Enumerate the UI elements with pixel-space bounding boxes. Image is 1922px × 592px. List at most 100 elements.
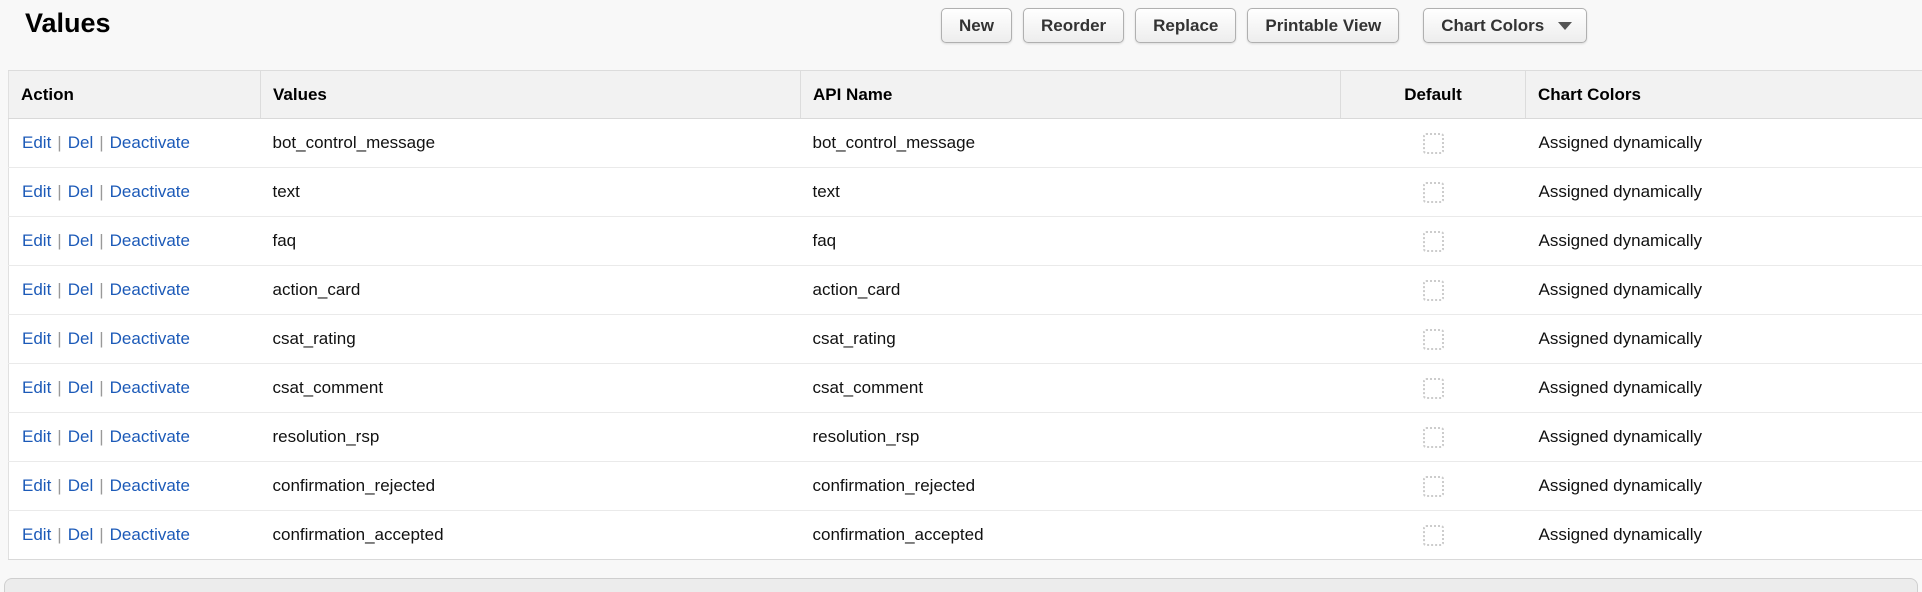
link-separator: | <box>93 329 109 348</box>
default-checkbox <box>1423 231 1444 252</box>
del-link[interactable]: Del <box>68 427 94 446</box>
default-checkbox <box>1423 476 1444 497</box>
api-name-cell: faq <box>801 217 1341 266</box>
default-checkbox <box>1423 525 1444 546</box>
deactivate-link[interactable]: Deactivate <box>110 133 190 152</box>
default-cell <box>1341 364 1526 413</box>
link-separator: | <box>93 378 109 397</box>
link-separator: | <box>51 427 67 446</box>
chart-colors-cell: Assigned dynamically <box>1526 315 1922 364</box>
table-row: Edit|Del|Deactivate text text Assigned d… <box>9 168 1922 217</box>
value-cell: faq <box>261 217 801 266</box>
api-name-cell: text <box>801 168 1341 217</box>
link-separator: | <box>93 133 109 152</box>
del-link[interactable]: Del <box>68 525 94 544</box>
action-cell: Edit|Del|Deactivate <box>9 119 261 168</box>
value-cell: confirmation_rejected <box>261 462 801 511</box>
printable-view-button[interactable]: Printable View <box>1247 8 1399 43</box>
action-cell: Edit|Del|Deactivate <box>9 462 261 511</box>
action-cell: Edit|Del|Deactivate <box>9 168 261 217</box>
edit-link[interactable]: Edit <box>22 280 51 299</box>
link-separator: | <box>51 329 67 348</box>
reorder-button[interactable]: Reorder <box>1023 8 1124 43</box>
column-header-api-name: API Name <box>801 71 1341 119</box>
edit-link[interactable]: Edit <box>22 329 51 348</box>
action-cell: Edit|Del|Deactivate <box>9 217 261 266</box>
table-row: Edit|Del|Deactivate confirmation_rejecte… <box>9 462 1922 511</box>
deactivate-link[interactable]: Deactivate <box>110 231 190 250</box>
edit-link[interactable]: Edit <box>22 182 51 201</box>
default-cell <box>1341 315 1526 364</box>
column-header-default: Default <box>1341 71 1526 119</box>
edit-link[interactable]: Edit <box>22 231 51 250</box>
default-cell <box>1341 266 1526 315</box>
deactivate-link[interactable]: Deactivate <box>110 329 190 348</box>
column-header-chart-colors: Chart Colors <box>1526 71 1922 119</box>
section-header: Values New Reorder Replace Printable Vie… <box>0 0 1922 70</box>
del-link[interactable]: Del <box>68 133 94 152</box>
action-cell: Edit|Del|Deactivate <box>9 364 261 413</box>
del-link[interactable]: Del <box>68 182 94 201</box>
link-separator: | <box>51 182 67 201</box>
deactivate-link[interactable]: Deactivate <box>110 280 190 299</box>
value-cell: action_card <box>261 266 801 315</box>
edit-link[interactable]: Edit <box>22 525 51 544</box>
table-row: Edit|Del|Deactivate bot_control_message … <box>9 119 1922 168</box>
page-title: Values <box>25 8 111 39</box>
deactivate-link[interactable]: Deactivate <box>110 525 190 544</box>
edit-link[interactable]: Edit <box>22 476 51 495</box>
edit-link[interactable]: Edit <box>22 133 51 152</box>
chart-colors-dropdown-label: Chart Colors <box>1441 16 1544 36</box>
action-cell: Edit|Del|Deactivate <box>9 511 261 560</box>
replace-button[interactable]: Replace <box>1135 8 1236 43</box>
table-header-row: Action Values API Name Default Chart Col… <box>9 71 1922 119</box>
column-header-values: Values <box>261 71 801 119</box>
link-separator: | <box>51 231 67 250</box>
default-checkbox <box>1423 427 1444 448</box>
link-separator: | <box>93 182 109 201</box>
value-cell: confirmation_accepted <box>261 511 801 560</box>
link-separator: | <box>51 525 67 544</box>
link-separator: | <box>93 427 109 446</box>
table-row: Edit|Del|Deactivate csat_comment csat_co… <box>9 364 1922 413</box>
chart-colors-cell: Assigned dynamically <box>1526 364 1922 413</box>
table-row: Edit|Del|Deactivate csat_rating csat_rat… <box>9 315 1922 364</box>
del-link[interactable]: Del <box>68 476 94 495</box>
link-separator: | <box>93 280 109 299</box>
default-cell <box>1341 462 1526 511</box>
deactivate-link[interactable]: Deactivate <box>110 378 190 397</box>
deactivate-link[interactable]: Deactivate <box>110 476 190 495</box>
toolbar: New Reorder Replace Printable View Chart… <box>941 8 1587 43</box>
del-link[interactable]: Del <box>68 378 94 397</box>
edit-link[interactable]: Edit <box>22 378 51 397</box>
link-separator: | <box>93 476 109 495</box>
chart-colors-cell: Assigned dynamically <box>1526 413 1922 462</box>
deactivate-link[interactable]: Deactivate <box>110 182 190 201</box>
del-link[interactable]: Del <box>68 231 94 250</box>
del-link[interactable]: Del <box>68 329 94 348</box>
action-cell: Edit|Del|Deactivate <box>9 266 261 315</box>
default-checkbox <box>1423 133 1444 154</box>
chart-colors-dropdown-button[interactable]: Chart Colors <box>1423 8 1587 43</box>
link-separator: | <box>51 378 67 397</box>
default-checkbox <box>1423 182 1444 203</box>
new-button[interactable]: New <box>941 8 1012 43</box>
api-name-cell: bot_control_message <box>801 119 1341 168</box>
default-cell <box>1341 413 1526 462</box>
caret-down-icon <box>1558 22 1572 30</box>
default-cell <box>1341 119 1526 168</box>
link-separator: | <box>93 231 109 250</box>
default-cell <box>1341 511 1526 560</box>
value-cell: text <box>261 168 801 217</box>
chart-colors-cell: Assigned dynamically <box>1526 168 1922 217</box>
api-name-cell: confirmation_accepted <box>801 511 1341 560</box>
table-row: Edit|Del|Deactivate action_card action_c… <box>9 266 1922 315</box>
api-name-cell: action_card <box>801 266 1341 315</box>
edit-link[interactable]: Edit <box>22 427 51 446</box>
link-separator: | <box>93 525 109 544</box>
deactivate-link[interactable]: Deactivate <box>110 427 190 446</box>
api-name-cell: csat_comment <box>801 364 1341 413</box>
chart-colors-cell: Assigned dynamically <box>1526 119 1922 168</box>
value-cell: csat_comment <box>261 364 801 413</box>
del-link[interactable]: Del <box>68 280 94 299</box>
